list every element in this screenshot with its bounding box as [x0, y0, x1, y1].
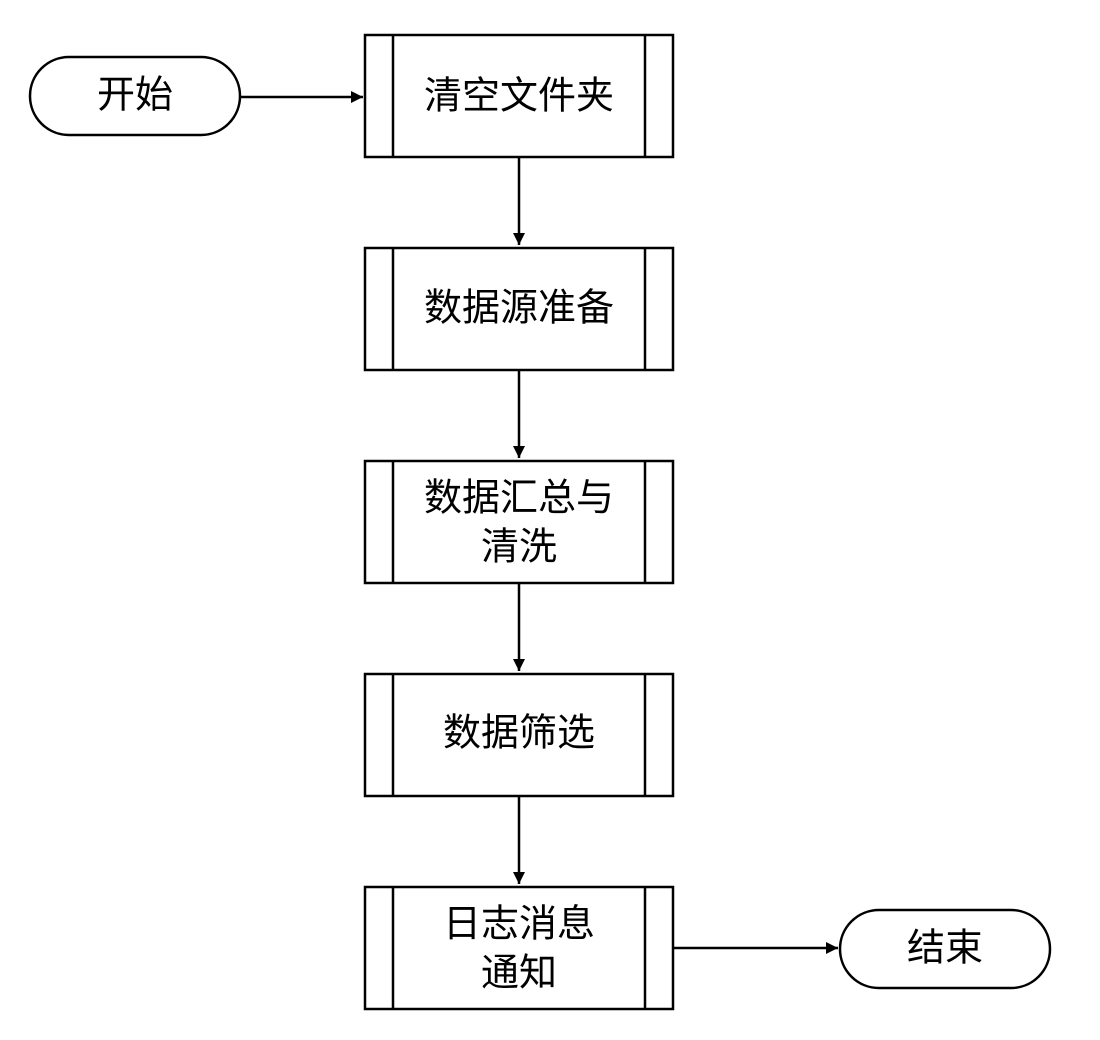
step-3-label-line-2: 清洗 — [481, 525, 557, 569]
process-step-1: 清空文件夹 — [363, 33, 675, 159]
start-terminator: 开始 — [28, 55, 242, 137]
end-label: 结束 — [907, 926, 983, 970]
process-step-5: 日志消息 通知 — [363, 885, 675, 1011]
start-label: 开始 — [97, 73, 173, 117]
process-step-3: 数据汇总与 清洗 — [363, 459, 675, 585]
step-4-label: 数据筛选 — [443, 711, 595, 755]
process-step-2: 数据源准备 — [363, 246, 675, 372]
step-5-label-line-1: 日志消息 — [443, 902, 595, 946]
step-3-label-line-1: 数据汇总与 — [424, 476, 614, 520]
end-terminator: 结束 — [838, 908, 1052, 990]
process-step-4: 数据筛选 — [363, 672, 675, 798]
step-5-label-line-2: 通知 — [481, 951, 557, 995]
step-2-label: 数据源准备 — [424, 286, 614, 330]
step-1-label: 清空文件夹 — [424, 74, 614, 118]
